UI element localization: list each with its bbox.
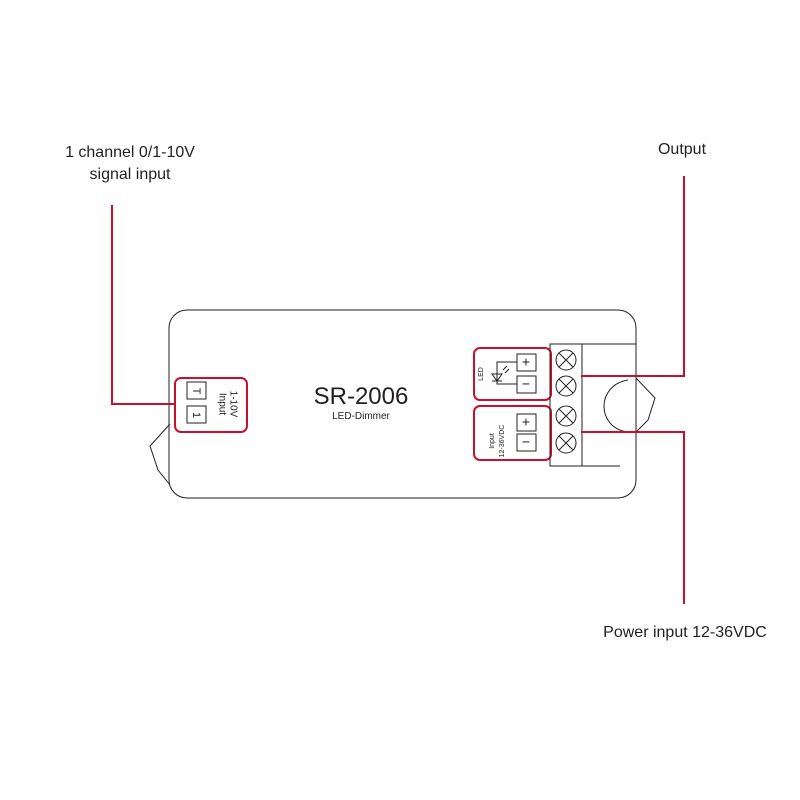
- signal-input-label-line1: Input: [216, 393, 227, 415]
- power-input-label-line1: Input: [489, 433, 496, 449]
- power-input-leader-line: [581, 431, 685, 604]
- power-input-label-line2: 12-36VDC: [499, 425, 506, 458]
- right-cable-clamp: [603, 379, 629, 433]
- screw-terminals: [555, 349, 577, 454]
- led-terminal-minus-label: −: [522, 376, 530, 392]
- device-model: SR-2006: [314, 383, 409, 410]
- signal-input-callout: 1 channel 0/1-10V signal input: [40, 142, 220, 186]
- power-terminal-minus: [516, 433, 537, 452]
- led-terminal-minus: [516, 375, 537, 394]
- output-leader-line: [581, 176, 685, 377]
- terminal-cover-line: [582, 343, 636, 467]
- screw-terminal-1: [555, 349, 577, 371]
- led-label: LED: [478, 367, 485, 381]
- power-terminal-plus: [516, 413, 537, 432]
- led-symbol-wiring: [496, 361, 517, 385]
- screw-terminal-3: [555, 405, 577, 427]
- signal-terminal-1-label: 1: [190, 412, 202, 418]
- led-output-highlight-box: [473, 347, 552, 401]
- signal-input-callout-line1: 1 channel 0/1-10V: [65, 144, 195, 161]
- right-mounting-tab: [635, 377, 656, 433]
- power-terminal-plus-label: +: [522, 414, 530, 430]
- power-terminal-minus-label: −: [522, 434, 530, 450]
- power-input-callout: Power input 12-36VDC: [603, 624, 767, 641]
- device-subtitle: LED-Dimmer: [332, 411, 390, 422]
- screw-terminal-2: [555, 375, 577, 397]
- output-callout: Output: [657, 141, 707, 158]
- led-terminal-plus-label: +: [522, 354, 530, 370]
- signal-input-label-line2: 1-10V: [227, 391, 238, 418]
- signal-terminal-t: [186, 381, 207, 400]
- power-input-highlight-box: [473, 405, 552, 461]
- led-terminal-plus: [516, 353, 537, 372]
- screw-terminal-4: [555, 432, 577, 454]
- signal-terminal-1: [186, 405, 207, 424]
- left-mounting-tab: [149, 423, 171, 486]
- signal-input-leader-line: [111, 205, 175, 405]
- led-diode-icon: [491, 365, 510, 382]
- signal-terminal-t-label: T: [190, 388, 202, 395]
- screw-terminal-strip: [549, 343, 583, 467]
- signal-input-callout-line2: signal input: [89, 166, 171, 183]
